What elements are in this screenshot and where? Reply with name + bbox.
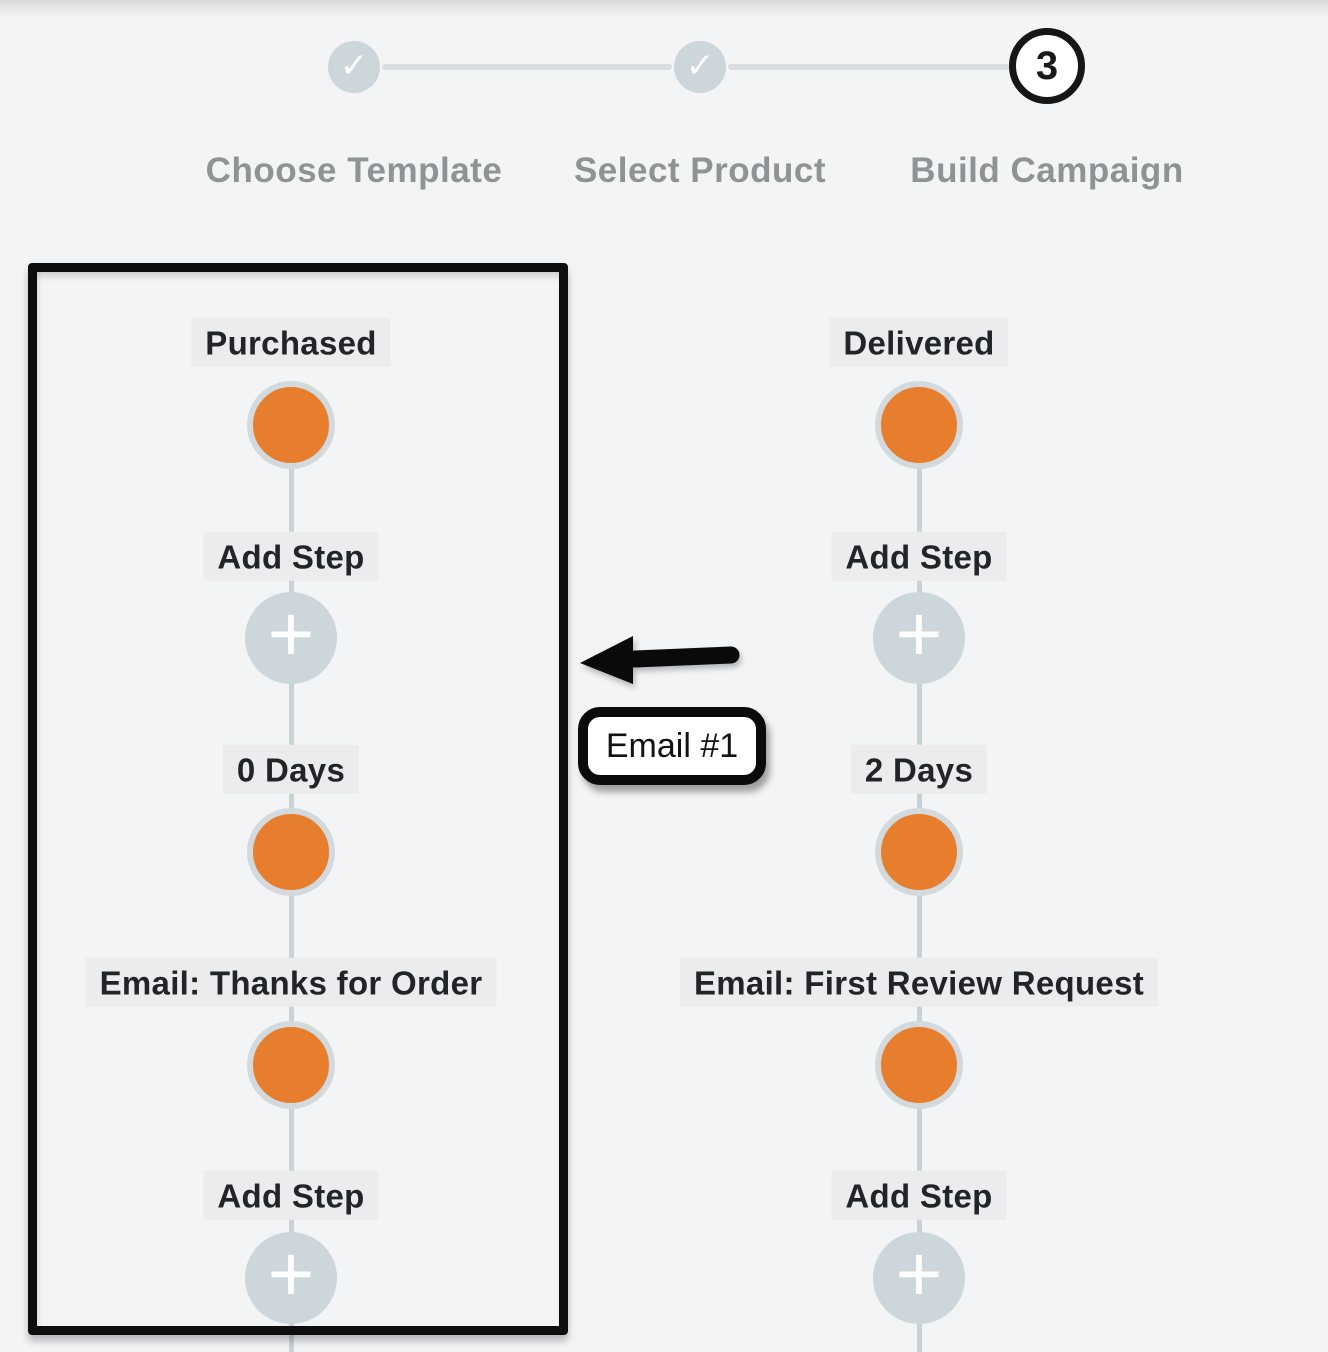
stepper-step-2-circle[interactable]: ✓ bbox=[674, 41, 726, 93]
flow-node-email[interactable] bbox=[875, 1021, 963, 1109]
add-step-button[interactable]: + bbox=[873, 1232, 965, 1324]
plus-icon: + bbox=[895, 589, 943, 678]
top-gradient bbox=[0, 0, 1328, 18]
plus-icon: + bbox=[267, 589, 315, 678]
flow-node-trigger[interactable] bbox=[247, 381, 335, 469]
flow-trigger-label: Purchased bbox=[191, 317, 391, 367]
flow-email-label: Email: First Review Request bbox=[679, 957, 1159, 1007]
flow-node-delay[interactable] bbox=[875, 808, 963, 896]
add-step-button[interactable]: + bbox=[873, 592, 965, 684]
stepper-label-build-campaign: Build Campaign bbox=[910, 151, 1184, 190]
annotation-badge: Email #1 bbox=[578, 707, 766, 785]
flow-node-email[interactable] bbox=[247, 1021, 335, 1109]
add-step-label: Add Step bbox=[203, 1170, 379, 1220]
stepper-label-select-product: Select Product bbox=[573, 151, 827, 190]
flow-node-delay[interactable] bbox=[247, 808, 335, 896]
check-icon: ✓ bbox=[339, 46, 369, 86]
flow-delay-label: 0 Days bbox=[222, 744, 360, 794]
stepper-step-1-circle[interactable]: ✓ bbox=[328, 41, 380, 93]
plus-icon: + bbox=[267, 1229, 315, 1318]
plus-icon: + bbox=[895, 1229, 943, 1318]
step-number: 3 bbox=[1035, 44, 1059, 88]
flow-node-trigger[interactable] bbox=[875, 381, 963, 469]
add-step-label: Add Step bbox=[831, 1170, 1007, 1220]
check-icon: ✓ bbox=[685, 46, 715, 86]
annotation-label: Email #1 bbox=[605, 726, 739, 765]
add-step-label: Add Step bbox=[203, 531, 379, 581]
flow-email-label: Email: Thanks for Order bbox=[85, 957, 497, 1007]
stepper-connector-2 bbox=[728, 64, 1010, 70]
arrow-left-icon bbox=[580, 636, 740, 684]
add-step-button[interactable]: + bbox=[245, 1232, 337, 1324]
stepper-label-choose-template: Choose Template bbox=[205, 151, 503, 190]
stepper-step-3-circle[interactable]: 3 bbox=[1009, 28, 1085, 104]
add-step-button[interactable]: + bbox=[245, 592, 337, 684]
add-step-label: Add Step bbox=[831, 531, 1007, 581]
stepper-connector-1 bbox=[382, 64, 672, 70]
flow-delay-label: 2 Days bbox=[850, 744, 988, 794]
flow-trigger-label: Delivered bbox=[829, 317, 1009, 367]
